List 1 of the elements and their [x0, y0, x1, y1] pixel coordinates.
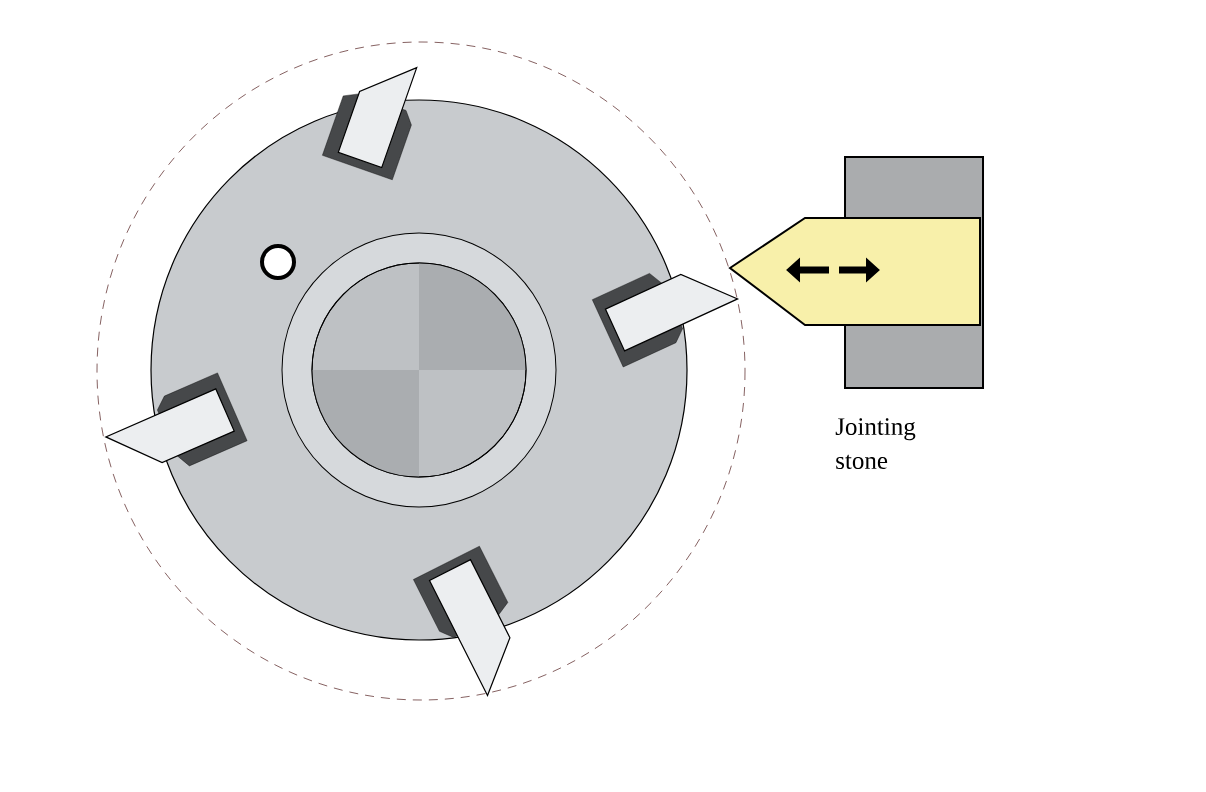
part-label: Jointing stone	[835, 418, 916, 469]
